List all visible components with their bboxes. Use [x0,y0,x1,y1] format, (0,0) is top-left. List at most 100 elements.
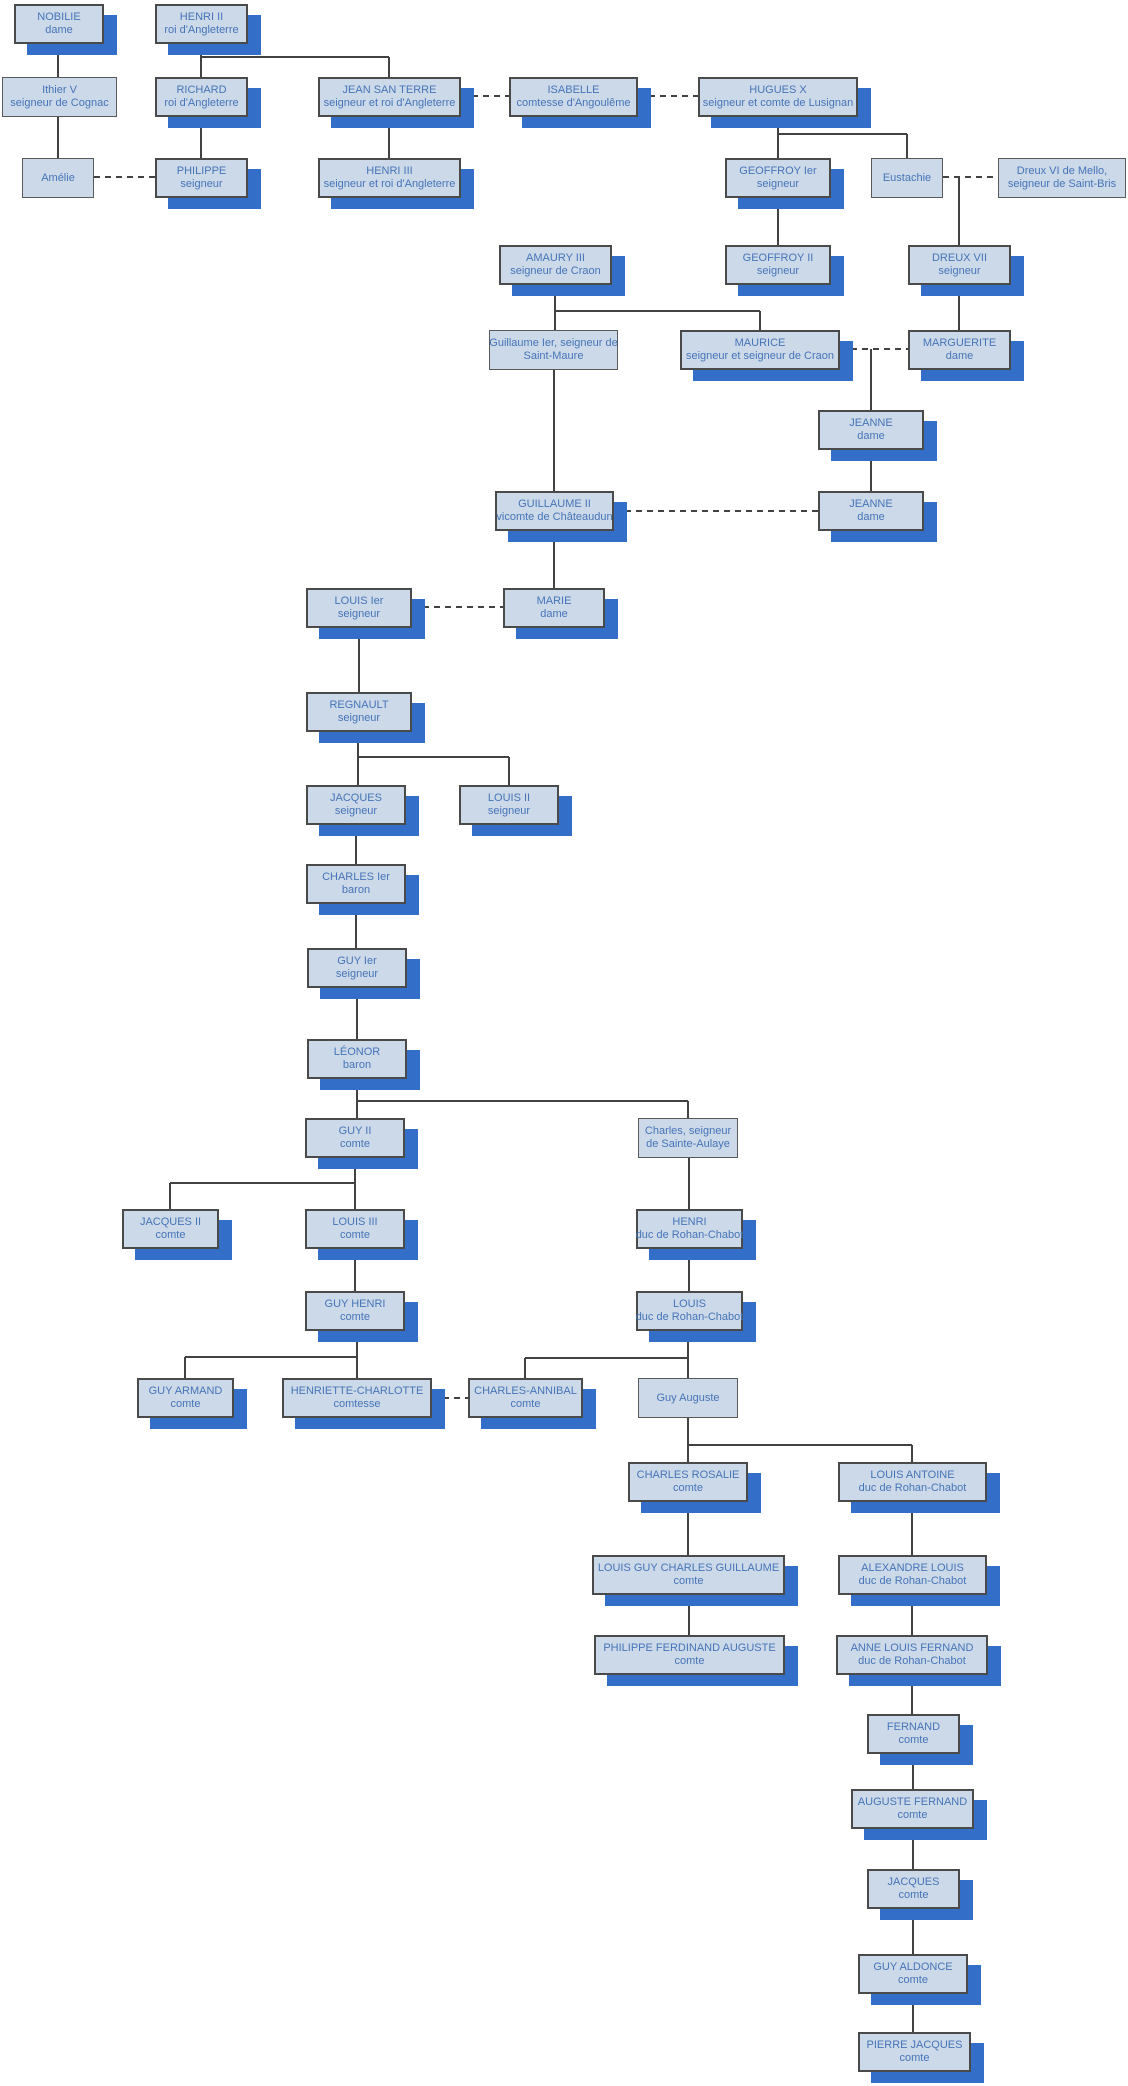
person-title: comte [898,1974,928,1986]
descent-line [688,1595,690,1635]
person-node-dreux-vi[interactable]: Dreux VI de Mello,seigneur de Saint-Bris [998,158,1126,198]
descent-line [356,1331,358,1378]
person-title: dame [945,350,974,362]
descent-line [524,1358,526,1378]
person-name: Amélie [41,171,75,184]
person-name: MARIE [536,595,572,607]
person-title: comtesse d'Angoulême [516,97,631,109]
descent-line [912,1754,914,1789]
person-title: Saint-Maure [523,350,584,362]
person-title: seigneur et roi d'Angleterre [323,97,456,109]
descent-line [906,134,908,158]
marriage-line [638,95,698,97]
descent-line [912,1829,914,1869]
person-title: comte [897,1809,928,1821]
descent-line [688,1249,690,1291]
person-node-guy-auguste[interactable]: Guy Auguste [638,1378,738,1418]
descent-line [911,1595,913,1635]
person-title: comte [170,1398,201,1410]
descent-line [911,1675,913,1714]
person-name: CHARLES Ier [322,871,390,883]
descent-line [553,370,555,491]
person-name: Guillaume Ier, seigneur de [489,337,618,349]
person-name: JACQUES [887,1876,940,1888]
descent-line [958,285,960,330]
descent-line [200,44,202,77]
person-name: GUY Ier [337,955,377,967]
person-title: seigneur [938,265,981,277]
person-name: LOUIS ANTOINE [870,1469,955,1481]
person-node-eustachie[interactable]: Eustachie [871,158,943,198]
person-title: de Sainte-Aulaye [646,1138,730,1150]
descent-line [554,285,556,330]
person-title: comte [340,1311,370,1323]
descent-line [508,757,510,785]
descent-line [553,531,555,588]
person-node-amelie[interactable]: Amélie [22,158,94,198]
person-name: MAURICE [734,337,786,349]
person-title: comte [510,1398,541,1410]
descent-line [354,1158,356,1209]
descent-line [355,825,357,864]
marriage-line [614,510,818,512]
descent-line [777,198,779,245]
person-title: baron [341,884,371,896]
person-name: JEANNE [849,417,893,429]
descent-line [687,1101,689,1118]
person-title: baron [342,1059,372,1071]
person-name: NOBILIE [37,11,81,23]
person-name: LÉONOR [333,1046,381,1058]
person-name: DREUX VII [931,252,987,264]
descent-line [355,904,357,948]
